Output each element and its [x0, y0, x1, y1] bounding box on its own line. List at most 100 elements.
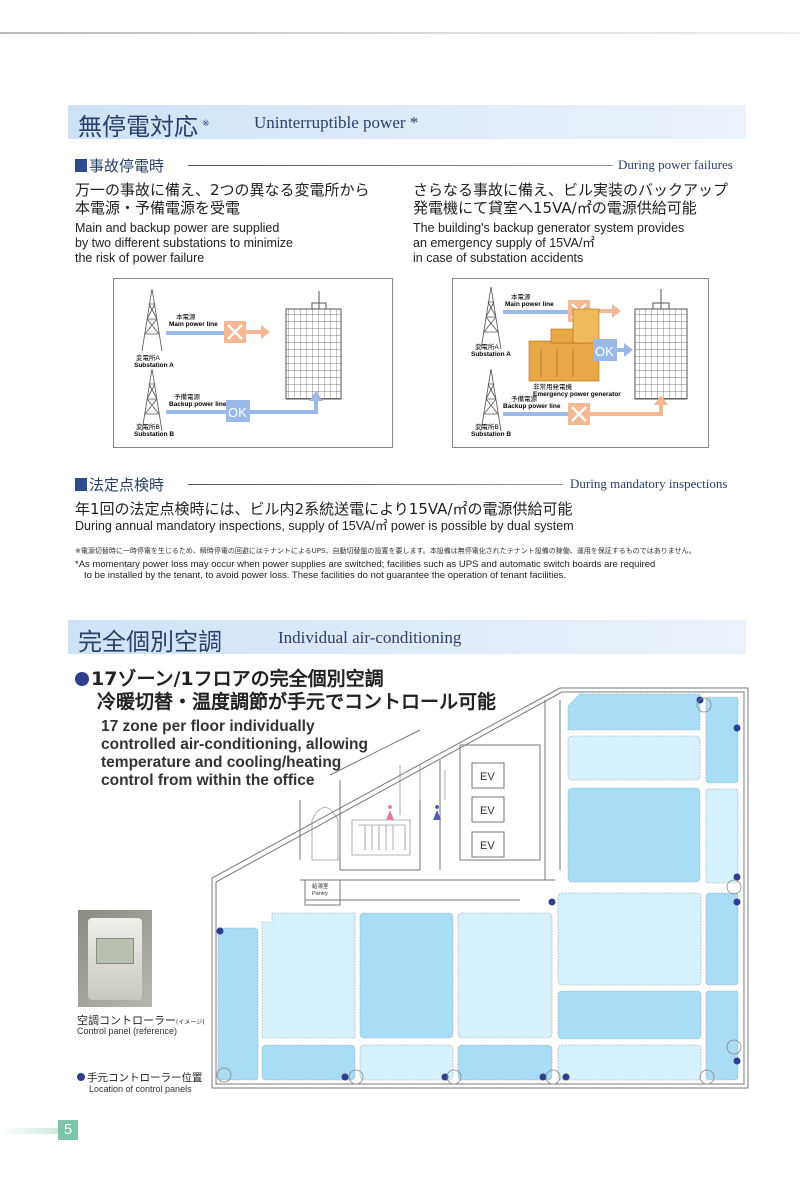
substation-b-jp: 変電所B: [475, 422, 499, 431]
en-line: by two different substations to minimize: [75, 236, 293, 250]
zone: [705, 990, 739, 1081]
right-description: さらなる事故に備え、ビル実装のバックアップ 発電機にて貸室へ15VA/㎡の電源供…: [413, 181, 753, 266]
section-header-air-conditioning: 完全個別空調 Individual air-conditioning: [68, 620, 746, 656]
zone: [567, 735, 701, 781]
page-number-rule: [0, 1128, 58, 1134]
en-line: temperature and cooling/heating: [101, 754, 342, 771]
backup-line-en: Backup power line: [169, 401, 227, 408]
substation-b-jp: 変電所B: [136, 422, 160, 431]
building-outline: [211, 687, 749, 1089]
inspection-en: During annual mandatory inspections, sup…: [75, 519, 574, 533]
en-line: an emergency supply of 15VA/㎡: [413, 236, 595, 250]
ev-labels: EV EV EV: [480, 771, 495, 852]
bullet-dot-icon: [75, 672, 89, 686]
en-line: controlled air-conditioning, allowing: [101, 736, 368, 753]
jp-line: 万一の事故に備え、2つの異なる変電所から: [75, 181, 370, 199]
jp-line: さらなる事故に備え、ビル実装のバックアップ: [413, 181, 729, 199]
ev-label: EV: [480, 805, 495, 817]
control-panel-dot: [539, 1073, 547, 1081]
left-description: 万一の事故に備え、2つの異なる変電所から 本電源・予備電源を受電 Main an…: [75, 181, 405, 266]
section-title-en: Uninterruptible power *: [254, 113, 419, 132]
substation-a-jp: 変電所A: [475, 342, 500, 351]
control-panel-dot: [733, 1057, 741, 1065]
zone: [457, 912, 553, 1039]
main-line-jp: 本電源: [511, 292, 531, 301]
inspection-jp: 年1回の法定点検時には、ビル内2系統送電により15VA/㎡の電源供給可能: [75, 500, 573, 518]
building-icon: [634, 308, 688, 400]
diagram-dual-substation: 変電所A Substation A 変電所B Substation B 本電源 …: [113, 278, 393, 448]
zone: [359, 1044, 454, 1081]
control-panel-dot: [548, 898, 556, 906]
section-title-en: Individual air-conditioning: [278, 628, 462, 647]
zone: [705, 788, 739, 884]
square-bullet-icon: [75, 478, 87, 491]
zone: [705, 892, 739, 986]
ok-label: OK: [595, 344, 614, 359]
zone: [217, 927, 259, 1081]
subheading-jp: 法定点検時: [89, 476, 165, 494]
en-line: 17 zone per floor individually: [101, 718, 315, 735]
pantry-jp: 給湯室: [312, 882, 329, 890]
main-line-jp: 本電源: [176, 312, 196, 321]
footnote-en-1: *As momentary power loss may occur when …: [75, 559, 656, 570]
main-line-en: Main power line: [505, 301, 554, 308]
legend-text: 手元コントローラー位置: [87, 1072, 203, 1084]
divider: [188, 484, 563, 485]
male-restroom-icon: [433, 805, 441, 820]
subheading-power-failure: 事故停電時: [75, 155, 164, 176]
legend-dot-icon: [77, 1073, 85, 1081]
control-panel-dot: [341, 1073, 349, 1081]
page-number: 5: [58, 1120, 78, 1140]
section-header-uninterruptible-power: 無停電対応 ※ Uninterruptible power *: [68, 105, 746, 141]
backup-line-jp: 予備電源: [174, 392, 201, 401]
zone: [567, 693, 701, 731]
footnote-jp: ※電源切替時に一時停電を生じるため、瞬時停電の回避にはテナントによるUPS、自動…: [75, 547, 696, 555]
legend-jp: 手元コントローラー位置: [77, 1070, 203, 1085]
female-restroom-icon: [386, 805, 394, 820]
generator-jp: 非常用発電機: [533, 382, 573, 391]
control-panel-dot: [733, 724, 741, 732]
zone: [567, 787, 701, 883]
backup-line-en: Backup power line: [503, 403, 561, 410]
generator-icon: [528, 308, 600, 382]
en-line: in case of substation accidents: [413, 251, 584, 265]
subheading-en: During power failures: [618, 157, 733, 172]
en-line: control from within the office: [101, 772, 315, 789]
diagram-backup-generator: 変電所A Substation A 変電所B Substation B 本電源 …: [452, 278, 709, 448]
headline-jp-1: 17ゾーン/1フロアの完全個別空調: [75, 668, 535, 691]
zone: [457, 1044, 553, 1081]
controller-photo: [78, 910, 152, 1007]
caption-text: 空調コントローラー: [77, 1014, 176, 1027]
subheading-en: During mandatory inspections: [570, 476, 728, 491]
headline-text: 17ゾーン/1フロアの完全個別空調: [91, 668, 384, 690]
caption-note: (イメージ): [176, 1019, 205, 1026]
control-panel-markers: [216, 696, 741, 1081]
controller-screen: [96, 938, 134, 964]
zone: [557, 990, 702, 1040]
backup-line-jp: 予備電源: [511, 394, 538, 403]
substation-a-en: Substation A: [471, 351, 511, 358]
control-panel-dot: [562, 1073, 570, 1081]
ev-label: EV: [480, 771, 495, 783]
ac-headline: 17ゾーン/1フロアの完全個別空調 冷暖切替・温度調節が手元でコントロール可能 …: [75, 668, 535, 790]
pantry-en: Pantry: [312, 891, 328, 897]
zone: [557, 892, 702, 986]
legend-en: Location of control panels: [89, 1084, 192, 1094]
zone: [557, 1044, 702, 1081]
substation-b-en: Substation B: [134, 431, 174, 438]
substation-b-en: Substation B: [471, 431, 511, 438]
jp-line: 本電源・予備電源を受電: [75, 199, 241, 217]
controller-caption-en: Control panel (reference): [77, 1026, 178, 1036]
ac-description-en: 17 zone per floor individually controlle…: [75, 718, 535, 790]
ev-label: EV: [480, 840, 495, 852]
section-title-jp: 無停電対応: [78, 113, 198, 141]
arrow-icon: [309, 391, 323, 401]
control-panel-dot: [216, 927, 224, 935]
main-line-en: Main power line: [169, 321, 218, 328]
footnote-en-2: to be installed by the tenant, to avoid …: [84, 570, 566, 581]
ok-badge: [593, 339, 617, 361]
subheading-jp: 事故停電時: [89, 157, 165, 175]
control-panel-dot: [733, 898, 741, 906]
ac-zones: [217, 693, 739, 1081]
